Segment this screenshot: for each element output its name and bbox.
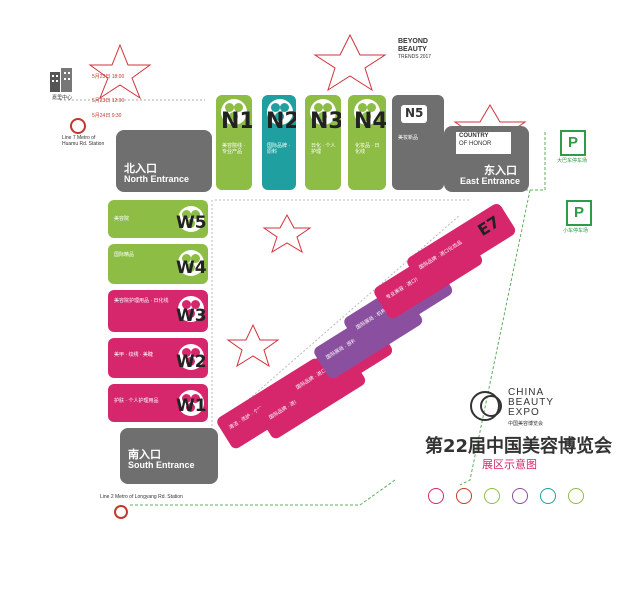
hall-logo-icon (178, 206, 204, 232)
hall-n3-desc: 日化 · 个人护理 (311, 143, 336, 155)
hall-w4-code: W4 (176, 258, 207, 278)
hall-w5-desc: 美容院 (114, 216, 130, 222)
hall-e7-code: E7 (474, 212, 504, 240)
hall-n4[interactable]: N4 化妆品 · 日化线 (348, 95, 386, 190)
hall-e7[interactable]: 国际品牌 · 进口化妆品 E7 (405, 201, 518, 291)
sponsor-logo-icon (456, 488, 472, 504)
south-entrance-cn: 南入口 (128, 449, 161, 461)
hall-w4[interactable]: 国际精品 W4 (108, 244, 208, 284)
hall-w1-code: W1 (176, 396, 207, 416)
hotel-icon (48, 68, 74, 92)
logo-line1: CHINA (508, 387, 545, 398)
map-title: 第22届中国美容博览会 (425, 436, 613, 457)
hall-w1-desc: 护肤 · 个人护理用品 (114, 398, 159, 404)
hall-logo-icon (221, 99, 247, 125)
hall-n4-code: N4 (354, 109, 386, 134)
beyond-line1: BEYOND (398, 38, 428, 45)
hotel-label: 嘉里中心 (52, 95, 73, 101)
hall-e7-desc: 国际品牌 · 进口化妆品 (418, 239, 464, 272)
hall-w1[interactable]: 护肤 · 个人护理用品 W1 (108, 384, 208, 422)
map-subtitle: 展区示意图 (482, 459, 537, 471)
hall-logo-icon (354, 99, 380, 125)
parking-bus[interactable]: P (560, 130, 586, 156)
event-2: 5月23日 12:00 (92, 98, 125, 104)
east-entrance[interactable]: COUNTRY OF HONOR 东入口 East Entrance (444, 126, 529, 192)
beyond-line2: BEAUTY (398, 46, 427, 53)
north-entrance[interactable]: 北入口 North Entrance (116, 130, 212, 192)
sponsor-logo-icon (428, 488, 444, 504)
hall-w3-desc: 美容院护理用品 · 日化线 (114, 298, 169, 304)
hall-w5[interactable]: 美容院 W5 (108, 200, 208, 238)
hall-w3-code: W3 (176, 306, 207, 326)
parking-bus-note: 大巴车停车场 (557, 158, 588, 164)
hall-n3-code: N3 (310, 109, 341, 134)
parking-car[interactable]: P (566, 200, 592, 226)
metro-top-label: Line 7 Metro of Huamu Rd. Station (62, 135, 105, 147)
hall-n2-code: N2 (266, 109, 296, 134)
hall-logo-icon (178, 296, 204, 322)
hall-logo-icon (310, 99, 336, 125)
china-beauty-expo-logo: CHINA BEAUTY EXPO 中国美容博览会 (470, 388, 590, 428)
hall-logo-icon (178, 390, 204, 416)
hall-n2[interactable]: N2 国际品牌 · 原料 (262, 95, 296, 190)
hall-n1[interactable]: N1 美容院线 · 专业产品 (216, 95, 252, 190)
hall-n5-code: N5 (405, 106, 424, 120)
hall-w5-code: W5 (176, 213, 207, 233)
beyond-line3: TRENDS 2017 (398, 54, 432, 60)
hall-n1-code: N1 (221, 109, 252, 134)
hall-n5[interactable]: N5 美妆新品 (392, 95, 444, 190)
hall-n3[interactable]: N3 日化 · 个人护理 (305, 95, 341, 190)
cbe-mark-icon (470, 391, 502, 421)
hall-w3[interactable]: 美容院护理用品 · 日化线 W3 (108, 290, 208, 332)
sponsor-logo-icon (512, 488, 528, 504)
north-entrance-en: North Entrance (124, 174, 190, 184)
country-line1: COUNTRY (459, 133, 489, 139)
hall-w2-code: W2 (176, 352, 207, 372)
sponsor-logo-icon (540, 488, 556, 504)
north-entrance-cn: 北入口 (124, 163, 157, 175)
metro-bottom-label: Line 2 Metro of Longyang Rd. Station (100, 494, 183, 500)
parking-car-note: 小车停车场 (563, 228, 589, 234)
hall-n1-desc: 美容院线 · 专业产品 (222, 143, 246, 155)
hall-logo-icon (178, 344, 204, 370)
south-entrance[interactable]: 南入口 South Entrance (120, 428, 218, 484)
hall-w2-desc: 美甲 · 纹绣 · 美睫 (114, 352, 153, 358)
country-line2: OF HONOR (459, 141, 492, 147)
sponsor-logo-icon (484, 488, 500, 504)
east-entrance-cn: 东入口 (484, 165, 517, 177)
hall-logo-icon (178, 250, 204, 276)
hall-logo-icon (267, 99, 293, 125)
hall-n2-desc: 国际品牌 · 原料 (267, 143, 291, 155)
event-3: 5月24日 9:30 (92, 113, 122, 119)
logo-cn: 中国美容博览会 (508, 421, 544, 427)
hall-w4-desc: 国际精品 (114, 252, 135, 258)
logo-line3: EXPO (508, 407, 540, 418)
event-1: 5月23日 18:00 (92, 74, 125, 80)
hall-n5-desc: 美妆新品 (398, 135, 419, 141)
south-entrance-en: South Entrance (128, 460, 195, 470)
sponsor-logos (428, 488, 588, 510)
country-of-honor-logo: COUNTRY OF HONOR (456, 132, 511, 154)
hall-n4-desc: 化妆品 · 日化线 (355, 143, 380, 155)
metro-icon (114, 505, 128, 519)
east-entrance-en: East Entrance (460, 176, 521, 186)
logo-line2: BEAUTY (508, 397, 555, 408)
metro-icon (70, 118, 86, 134)
hall-w2[interactable]: 美甲 · 纹绣 · 美睫 W2 (108, 338, 208, 378)
beyond-beauty-logo: BEYOND BEAUTY TRENDS 2017 (398, 38, 446, 80)
sponsor-logo-icon (568, 488, 584, 504)
